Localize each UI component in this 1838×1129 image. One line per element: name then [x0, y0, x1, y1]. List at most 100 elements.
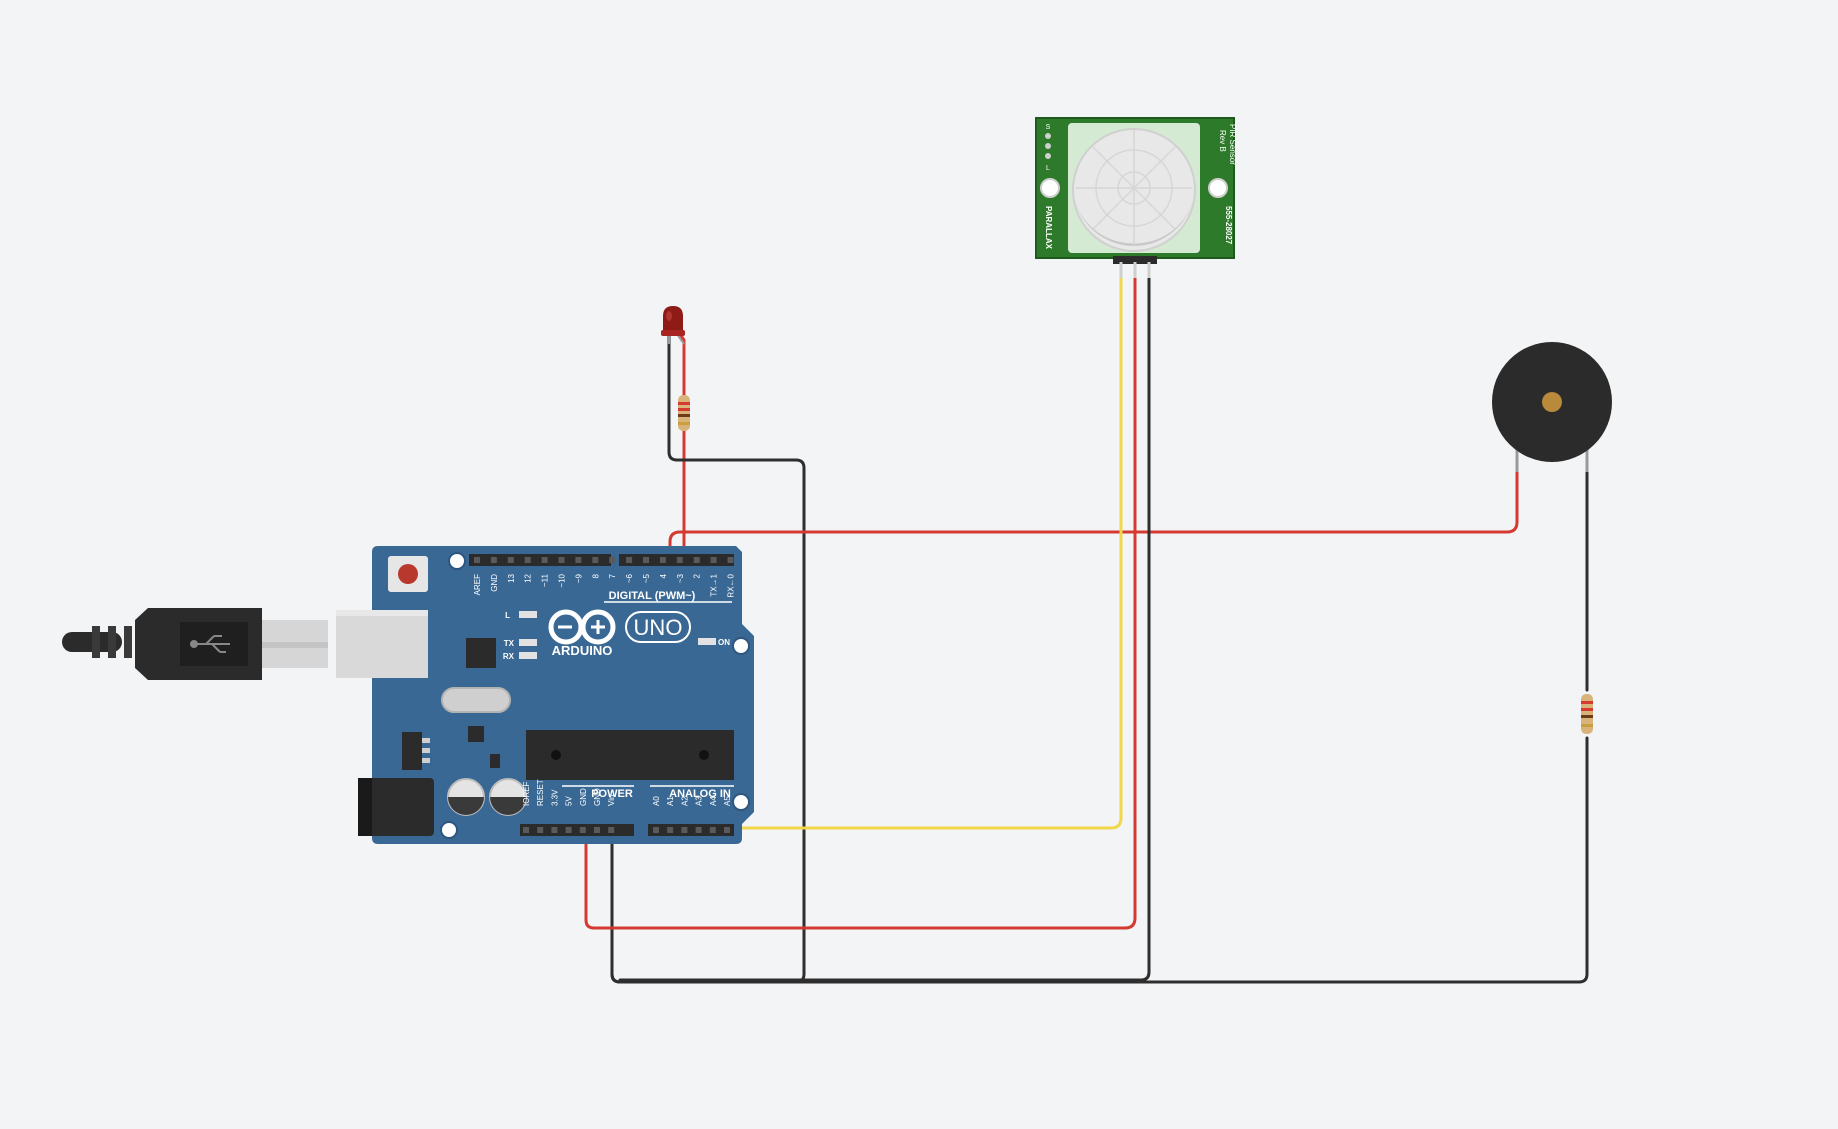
pin-label: 4 — [659, 573, 668, 578]
usb-plug-metal-shade — [262, 642, 328, 648]
pin-hole[interactable] — [709, 827, 716, 833]
pin-hole[interactable] — [609, 557, 616, 563]
led-on-label: ON — [718, 638, 730, 647]
wire-pir-gnd-black[interactable] — [618, 274, 1151, 982]
resistor-body — [1581, 694, 1593, 734]
wire-buzzer-pin4-red[interactable] — [668, 456, 1519, 564]
pin-hole[interactable] — [643, 557, 649, 563]
mounting-hole — [732, 637, 750, 655]
pir-maker: PARALLAX — [1044, 206, 1053, 250]
pin-hole[interactable] — [626, 557, 633, 563]
arduino-brand: ARDUINO — [552, 643, 613, 658]
pin-hole[interactable] — [541, 557, 548, 563]
pin-label: GND — [593, 788, 602, 806]
mounting-hole — [732, 793, 750, 811]
pin-hole[interactable] — [667, 827, 674, 833]
pin-hole[interactable] — [524, 557, 531, 563]
resistor-led[interactable] — [678, 395, 690, 431]
pin-label: ~3 — [676, 573, 685, 583]
pin-hole[interactable] — [592, 557, 599, 563]
regulator — [402, 732, 422, 770]
pin-hole[interactable] — [653, 827, 659, 833]
pin-hole[interactable] — [693, 557, 700, 563]
pin-hole[interactable] — [507, 557, 514, 563]
digital-pin-holes — [474, 557, 734, 563]
pin-hole[interactable] — [594, 827, 600, 833]
digital-header-2 — [619, 554, 734, 566]
pin-hole[interactable] — [710, 557, 717, 563]
pin-hole[interactable] — [523, 827, 529, 833]
usb-cable-ring-3 — [124, 626, 132, 658]
pin-hole[interactable] — [490, 557, 497, 563]
led[interactable] — [661, 306, 685, 345]
pin-label: TX→1 — [710, 573, 719, 596]
pin-hole[interactable] — [575, 557, 582, 563]
led-on-indicator — [698, 638, 716, 645]
resistor-body — [678, 395, 690, 431]
pin-hole[interactable] — [537, 827, 544, 833]
analog-label: ANALOG IN — [669, 788, 731, 800]
pin-label: ~6 — [625, 573, 634, 583]
pin-hole[interactable] — [565, 827, 572, 833]
pir-mount-hole — [1040, 178, 1060, 198]
pir-dome-facets — [1076, 130, 1192, 246]
pin-hole[interactable] — [681, 827, 688, 833]
analog-pin-holes — [653, 827, 730, 833]
pir-sensor[interactable]: S L PARALLAX PIR Sensor Rev B 555-28027 — [1035, 117, 1237, 278]
pin-hole[interactable] — [676, 557, 683, 563]
power-pin-holes — [523, 827, 615, 833]
pin-hole[interactable] — [608, 827, 615, 833]
pin-label: A2 — [680, 796, 689, 806]
led-rx-label: RX — [503, 652, 515, 661]
reset-button[interactable] — [398, 564, 418, 584]
resistor-buzzer[interactable] — [1581, 694, 1593, 734]
piezo-buzzer[interactable] — [1492, 342, 1612, 472]
pin-label: 3.3V — [550, 789, 559, 806]
usb-chip — [466, 638, 496, 668]
arduino-logo-icon — [548, 609, 616, 645]
pin-label: RESET — [536, 779, 545, 806]
pin-hole[interactable] — [724, 827, 730, 833]
wire-pir-out-yellow[interactable] — [726, 274, 1123, 830]
pin-label: 12 — [524, 573, 533, 582]
pin-label: IOREF — [522, 781, 531, 806]
pin-label: Vin — [607, 795, 616, 806]
wire-pir-vcc-red[interactable] — [584, 274, 1137, 930]
pin-label: A5 — [723, 796, 732, 806]
pin-hole[interactable] — [695, 827, 702, 833]
pin-hole[interactable] — [474, 557, 480, 563]
digital-header-1 — [469, 554, 611, 566]
power-header — [520, 824, 634, 836]
pin-label: ~10 — [558, 573, 567, 587]
pin-label: GND — [490, 574, 499, 592]
led-l-label: L — [505, 611, 510, 620]
small-chip — [468, 726, 484, 742]
power-jack — [358, 778, 434, 836]
pin-label: RX←0 — [727, 573, 736, 597]
pin-label: ~5 — [642, 573, 651, 583]
usb-icon — [190, 635, 230, 653]
pin-label: ~9 — [574, 573, 583, 583]
pin-hole[interactable] — [659, 557, 666, 563]
usb-cable[interactable] — [62, 608, 328, 680]
pin-hole[interactable] — [558, 557, 565, 563]
pin-hole[interactable] — [727, 557, 734, 563]
wire-resistor-gnd-black[interactable] — [610, 736, 1589, 984]
pin-hole[interactable] — [551, 827, 558, 833]
pir-jumper-l: L — [1046, 165, 1050, 172]
pir-title: PIR Sensor — [1228, 124, 1237, 165]
pin-label: A3 — [695, 796, 704, 806]
pin-label: 13 — [507, 573, 516, 582]
pir-rev: Rev B — [1218, 130, 1227, 152]
led-rx-indicator — [519, 652, 537, 659]
usb-b-socket — [336, 610, 428, 678]
pin-hole[interactable] — [579, 827, 586, 833]
usb-cable-ring-1 — [92, 626, 100, 658]
mounting-hole — [440, 821, 458, 839]
wires — [584, 274, 1589, 984]
